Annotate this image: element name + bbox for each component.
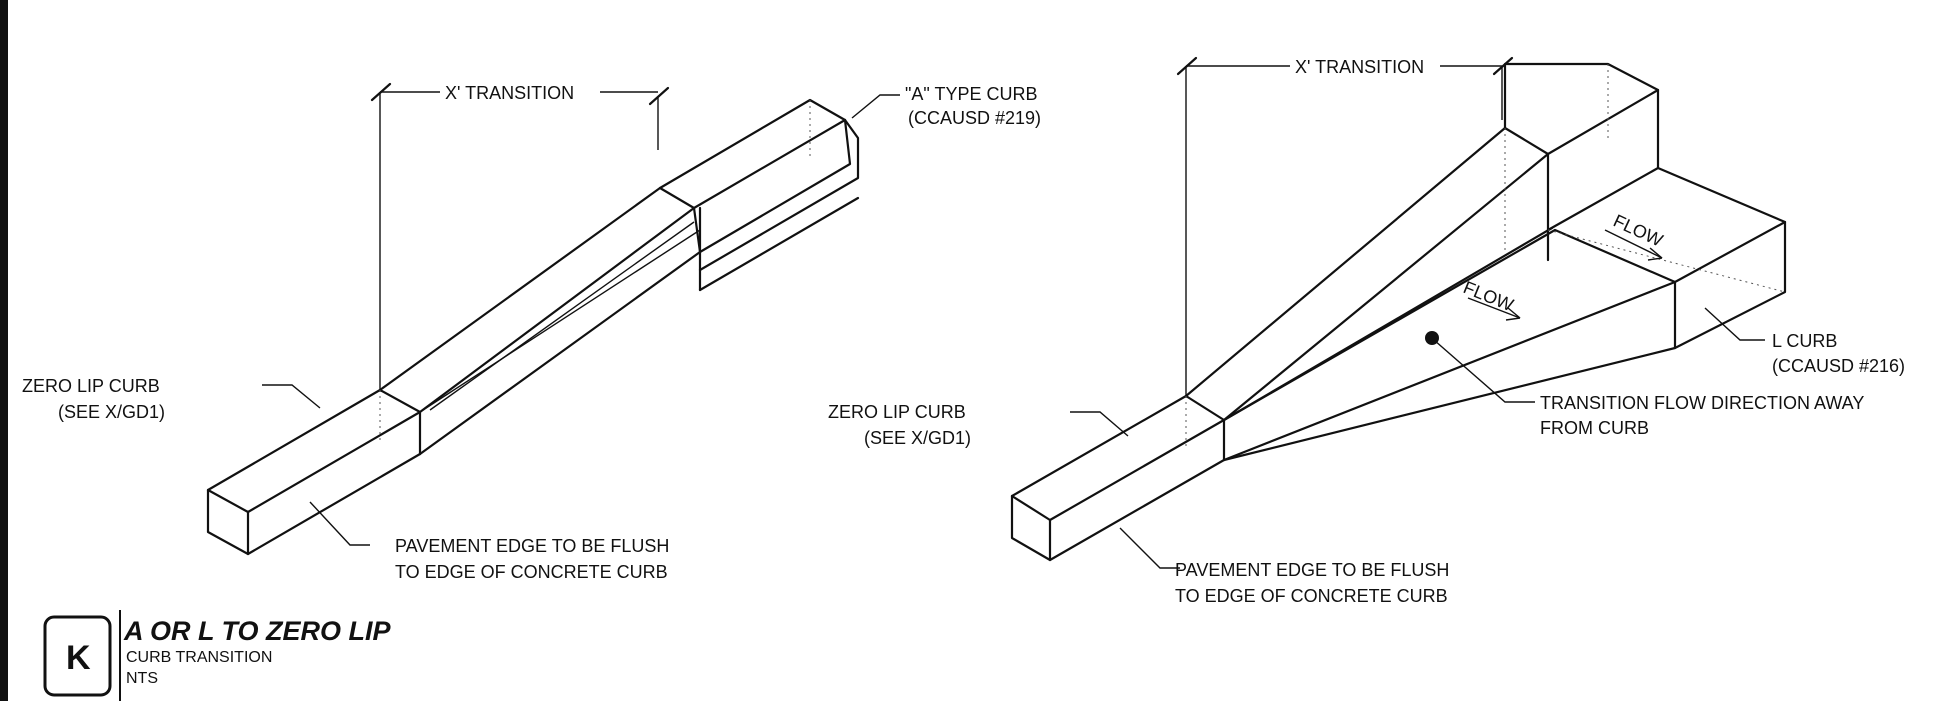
right-curb-label-2: (CCAUSD #216) xyxy=(1772,356,1905,376)
detail-title: A OR L TO ZERO LIP xyxy=(123,616,392,646)
detail-subtitle: CURB TRANSITION xyxy=(126,649,272,666)
left-zero-lip-label-2: (SEE X/GD1) xyxy=(58,402,165,422)
left-curb-label-1: "A" TYPE CURB xyxy=(905,84,1037,104)
transition-label-2: FROM CURB xyxy=(1540,418,1649,438)
detail-scale: NTS xyxy=(126,670,158,687)
transition-label-1: TRANSITION FLOW DIRECTION AWAY xyxy=(1540,393,1864,413)
right-dimension-label: X' TRANSITION xyxy=(1295,57,1424,77)
right-curb-label-1: L CURB xyxy=(1772,331,1837,351)
left-curb-label-2: (CCAUSD #219) xyxy=(908,108,1041,128)
right-pavement-label-1: PAVEMENT EDGE TO BE FLUSH xyxy=(1175,560,1449,580)
left-dimension-label: X' TRANSITION xyxy=(445,83,574,103)
left-pavement-label-1: PAVEMENT EDGE TO BE FLUSH xyxy=(395,536,669,556)
title-block xyxy=(43,610,121,701)
right-zero-lip-label-1: ZERO LIP CURB xyxy=(828,402,966,422)
left-pavement-label-2: TO EDGE OF CONCRETE CURB xyxy=(395,562,668,582)
left-curb-drawing xyxy=(206,82,900,556)
detail-letter: K xyxy=(66,639,91,677)
left-zero-lip-label-1: ZERO LIP CURB xyxy=(22,376,160,396)
right-pavement-label-2: TO EDGE OF CONCRETE CURB xyxy=(1175,586,1448,606)
right-zero-lip-label-2: (SEE X/GD1) xyxy=(864,428,971,448)
flow-label-lower: FLOW xyxy=(1461,277,1517,315)
detail-letter-box xyxy=(43,615,112,697)
flow-label-upper: FLOW xyxy=(1610,210,1666,250)
sheet-border xyxy=(0,0,8,701)
right-curb-drawing xyxy=(1010,56,1787,569)
